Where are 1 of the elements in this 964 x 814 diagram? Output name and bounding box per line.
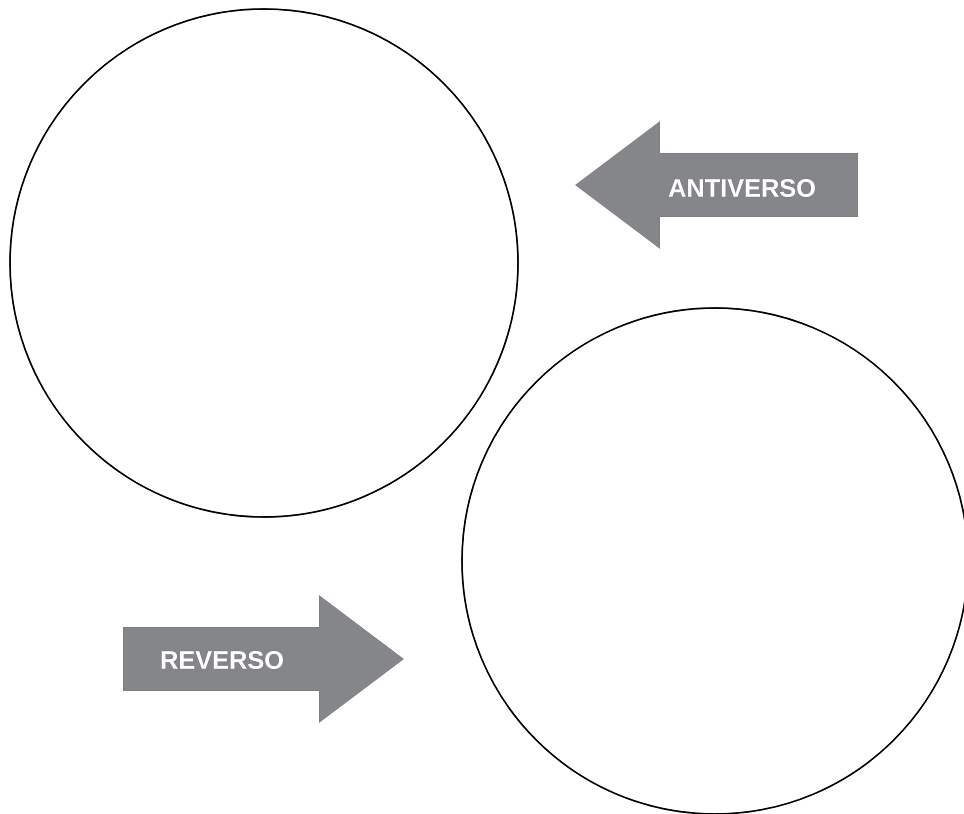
circle: [9, 8, 519, 518]
